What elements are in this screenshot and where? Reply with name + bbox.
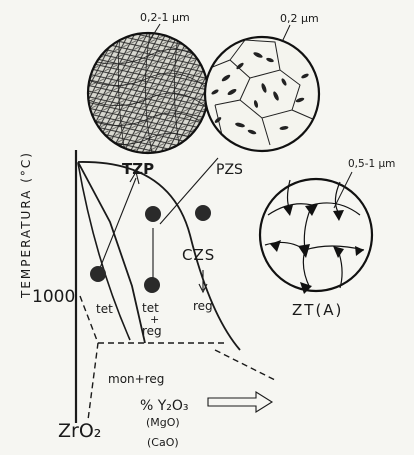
pzs-size-leader	[282, 25, 290, 42]
zro2-label: ZrO₂	[58, 420, 101, 442]
zta-microstructure	[260, 179, 372, 294]
temperature-axis-label: TEMPERATURA (°C)	[19, 151, 33, 299]
zta-label: ZT(A)	[292, 301, 343, 319]
tzp-composition-marker	[90, 266, 106, 282]
pzs-composition-marker	[145, 206, 161, 222]
czs-composition-marker	[195, 205, 211, 221]
pzs-label: PZS	[216, 162, 243, 178]
pzs-grain-size-label: 0,2 µm	[280, 12, 319, 25]
mon-reg-region-label: mon+reg	[108, 372, 164, 386]
mgo-label: (MgO)	[146, 416, 180, 429]
tick-1000-label: 1000	[32, 287, 75, 307]
czs-label: CZS	[182, 246, 215, 264]
tet-reg-region-label-reg: reg	[142, 324, 162, 338]
tzp-label: TZP	[122, 160, 154, 178]
composition-arrow	[208, 392, 272, 412]
cao-label: (CaO)	[147, 436, 179, 449]
tzp-grain-size-label: 0,2-1 µm	[140, 11, 190, 24]
reg-boundary	[215, 350, 275, 380]
pzs-microstructure	[205, 37, 319, 151]
tet-region-label: tet	[96, 302, 113, 316]
tzp-pointer	[100, 178, 136, 268]
phase-diagram	[76, 150, 275, 423]
zta-grain-size-label: 0,5-1 µm	[348, 158, 395, 170]
tet-reg-composition-marker	[144, 277, 160, 293]
composition-axis-label: % Y₂O₃	[140, 398, 189, 414]
reg-region-label: reg	[193, 299, 213, 313]
tzp-microstructure	[88, 33, 210, 153]
